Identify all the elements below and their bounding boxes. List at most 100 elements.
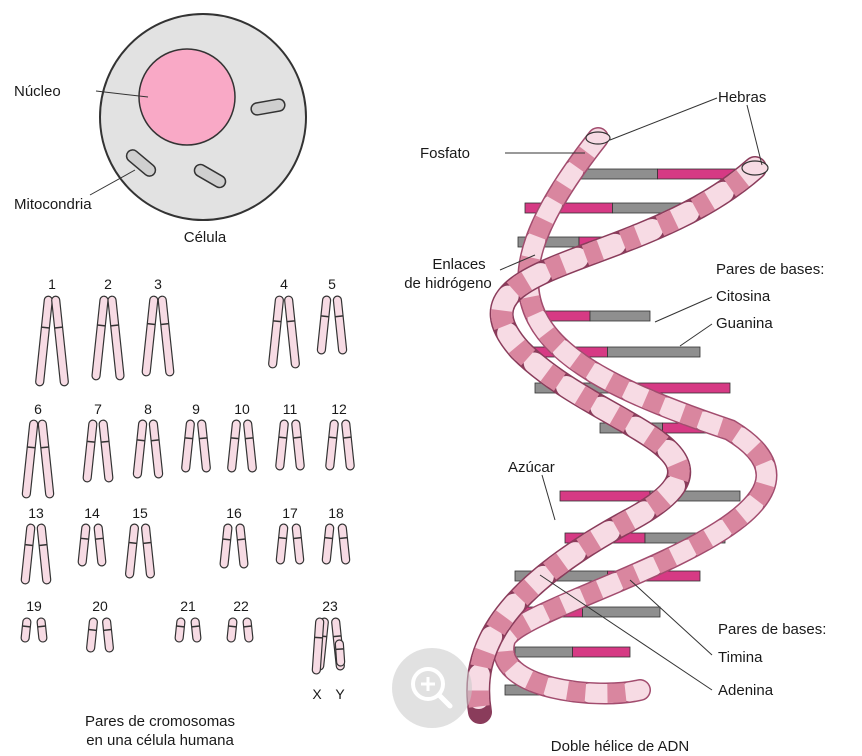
chromosome-number: 10 <box>230 401 254 417</box>
chromosome-number: 19 <box>22 598 46 614</box>
chromosome-number: 9 <box>184 401 208 417</box>
karyotype <box>21 296 355 674</box>
chromosome <box>243 420 256 473</box>
label-nucleus: Núcleo <box>14 82 61 101</box>
label-sugar: Azúcar <box>508 458 555 477</box>
label-base-pairs-top: Pares de bases: <box>716 260 824 279</box>
chromosome <box>325 420 338 471</box>
chromosome <box>22 420 38 498</box>
chromosome <box>142 296 158 376</box>
label-strands: Hebras <box>718 88 766 107</box>
base-pair <box>575 169 658 179</box>
chromosome <box>108 296 125 380</box>
chromosome <box>158 296 174 376</box>
chromosome-number: 4 <box>272 276 296 292</box>
chromosome-number: 6 <box>26 401 50 417</box>
label-hydrogen-bonds-line2: de hidrógeno <box>398 274 498 293</box>
chromosome <box>243 618 253 643</box>
label-cytosine: Citosina <box>716 287 770 306</box>
chromosome <box>141 524 155 579</box>
base-pair <box>515 647 573 657</box>
chromosome-number: 2 <box>96 276 120 292</box>
chromosome <box>322 524 334 565</box>
base-pair <box>573 647 631 657</box>
nucleus <box>139 49 235 145</box>
chromosome <box>21 618 31 643</box>
chromosome <box>191 618 201 643</box>
chromosome <box>333 296 347 355</box>
chromosome-number: 22 <box>229 598 253 614</box>
chromosome <box>86 618 98 653</box>
chromosome-number: 18 <box>324 505 348 521</box>
chromosome <box>275 420 288 471</box>
label-hydrogen-bonds-line1: Enlaces <box>420 255 498 274</box>
chromosome <box>291 420 304 471</box>
label-phosphate: Fosfato <box>420 144 470 163</box>
chromosome <box>338 524 350 565</box>
chromosome <box>341 420 354 471</box>
chromosome-number: 7 <box>86 401 110 417</box>
chromosome <box>317 296 331 355</box>
zoom-in-icon <box>392 648 472 728</box>
chromosome <box>38 420 54 498</box>
label-thymine: Timina <box>718 648 762 667</box>
chromosome <box>335 640 345 666</box>
base-pair <box>608 347 701 357</box>
chromosome <box>181 420 194 473</box>
label-base-pairs-bottom: Pares de bases: <box>718 620 826 639</box>
chromosome <box>284 296 299 368</box>
chromosome-number: 8 <box>136 401 160 417</box>
chromosome-number: 23 <box>318 598 342 614</box>
chromosome <box>125 524 139 579</box>
chromosome <box>276 524 288 565</box>
cell-illustration <box>90 14 306 220</box>
chromosome-number: 17 <box>278 505 302 521</box>
karyotype-caption-line1: Pares de cromosomas <box>40 712 280 731</box>
chromosome-number: 16 <box>222 505 246 521</box>
chromosome <box>94 524 106 567</box>
base-pair <box>583 607 661 617</box>
chromosome-number: 14 <box>80 505 104 521</box>
chromosome-number: 13 <box>24 505 48 521</box>
chromosome <box>37 618 47 643</box>
sex-chromosome-y: Y <box>328 686 352 702</box>
karyotype-caption-line2: en una célula humana <box>40 731 280 750</box>
chromosome <box>220 524 233 569</box>
chromosome-number: 12 <box>327 401 351 417</box>
chromosome <box>102 618 114 653</box>
chromosome <box>227 420 240 473</box>
chromosome <box>99 420 113 482</box>
chromosome-number: 3 <box>146 276 170 292</box>
chromosome-number: 20 <box>88 598 112 614</box>
sex-chromosome-x: X <box>305 686 329 702</box>
chromosome-number: 21 <box>176 598 200 614</box>
chromosome <box>292 524 304 565</box>
chromosome <box>133 420 147 479</box>
chromosome-number: 11 <box>278 401 302 417</box>
label-adenine: Adenina <box>718 681 773 700</box>
label-mitochondria: Mitocondria <box>14 195 92 214</box>
zoom-button[interactable] <box>392 648 472 728</box>
cell-caption: Célula <box>160 228 250 247</box>
chromosome-number: 1 <box>40 276 64 292</box>
chromosome <box>92 296 109 380</box>
chromosome <box>149 420 163 479</box>
chromosome-number: 15 <box>128 505 152 521</box>
chromosome <box>83 420 97 482</box>
base-pair <box>560 491 650 501</box>
chromosome <box>51 296 68 386</box>
chromosome <box>21 524 35 585</box>
chromosome <box>197 420 210 473</box>
chromosome <box>35 296 52 386</box>
base-pair <box>590 311 650 321</box>
chromosome <box>78 524 90 567</box>
chromosome-number: 5 <box>320 276 344 292</box>
chromosome <box>37 524 51 585</box>
dna-caption: Doble hélice de ADN <box>520 737 720 756</box>
chromosome <box>268 296 283 368</box>
label-guanine: Guanina <box>716 314 773 333</box>
chromosome <box>175 618 185 643</box>
chromosome <box>227 618 237 643</box>
chromosome <box>236 524 249 569</box>
